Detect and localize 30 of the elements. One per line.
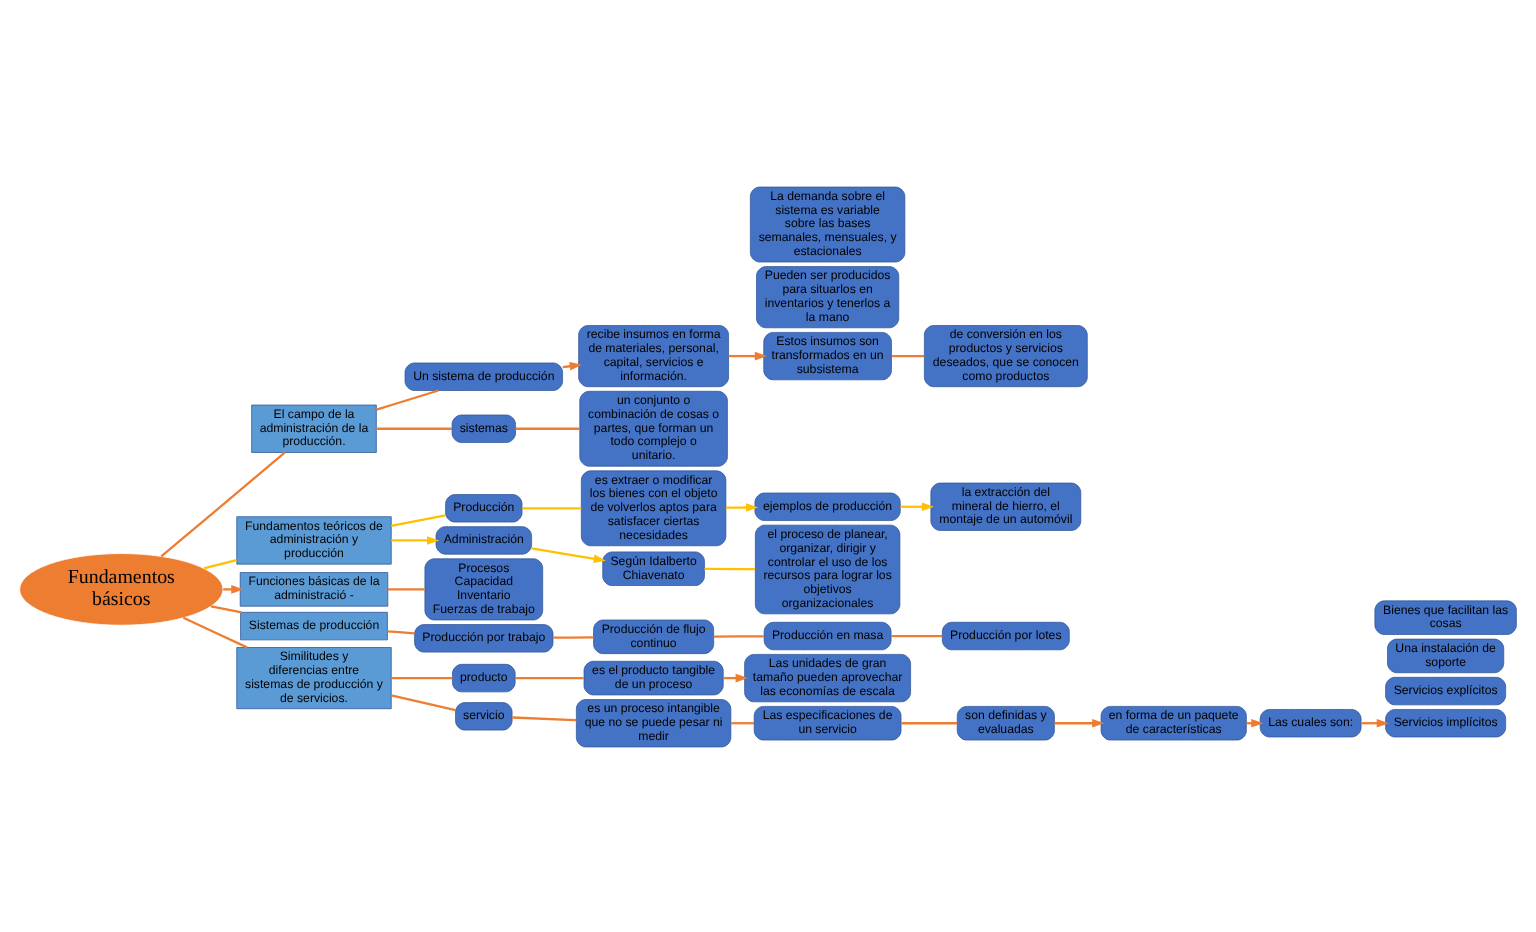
arrow <box>391 535 440 544</box>
node-ellipse: Fundamentos básicos <box>19 552 224 625</box>
arrow <box>1054 717 1105 727</box>
connector <box>210 604 242 613</box>
connector <box>515 675 584 679</box>
connector <box>901 721 958 724</box>
connector <box>515 426 580 429</box>
connector <box>891 353 925 357</box>
connector <box>522 506 582 509</box>
connector <box>731 721 755 724</box>
connector <box>376 388 439 410</box>
connector <box>553 635 594 638</box>
arrow <box>531 546 606 563</box>
arrow <box>900 501 935 511</box>
connector <box>713 634 764 637</box>
connector <box>160 450 286 557</box>
connector <box>891 633 943 637</box>
connector <box>376 426 452 429</box>
arrow <box>726 502 759 511</box>
connector <box>391 513 446 526</box>
connector <box>182 615 248 648</box>
connector <box>704 566 756 570</box>
arrow <box>223 584 244 593</box>
connector <box>203 557 237 569</box>
arrow <box>728 350 767 360</box>
connector <box>387 587 425 590</box>
connector <box>387 629 415 634</box>
connector <box>391 675 453 679</box>
connector <box>512 715 577 721</box>
connector <box>391 693 456 711</box>
